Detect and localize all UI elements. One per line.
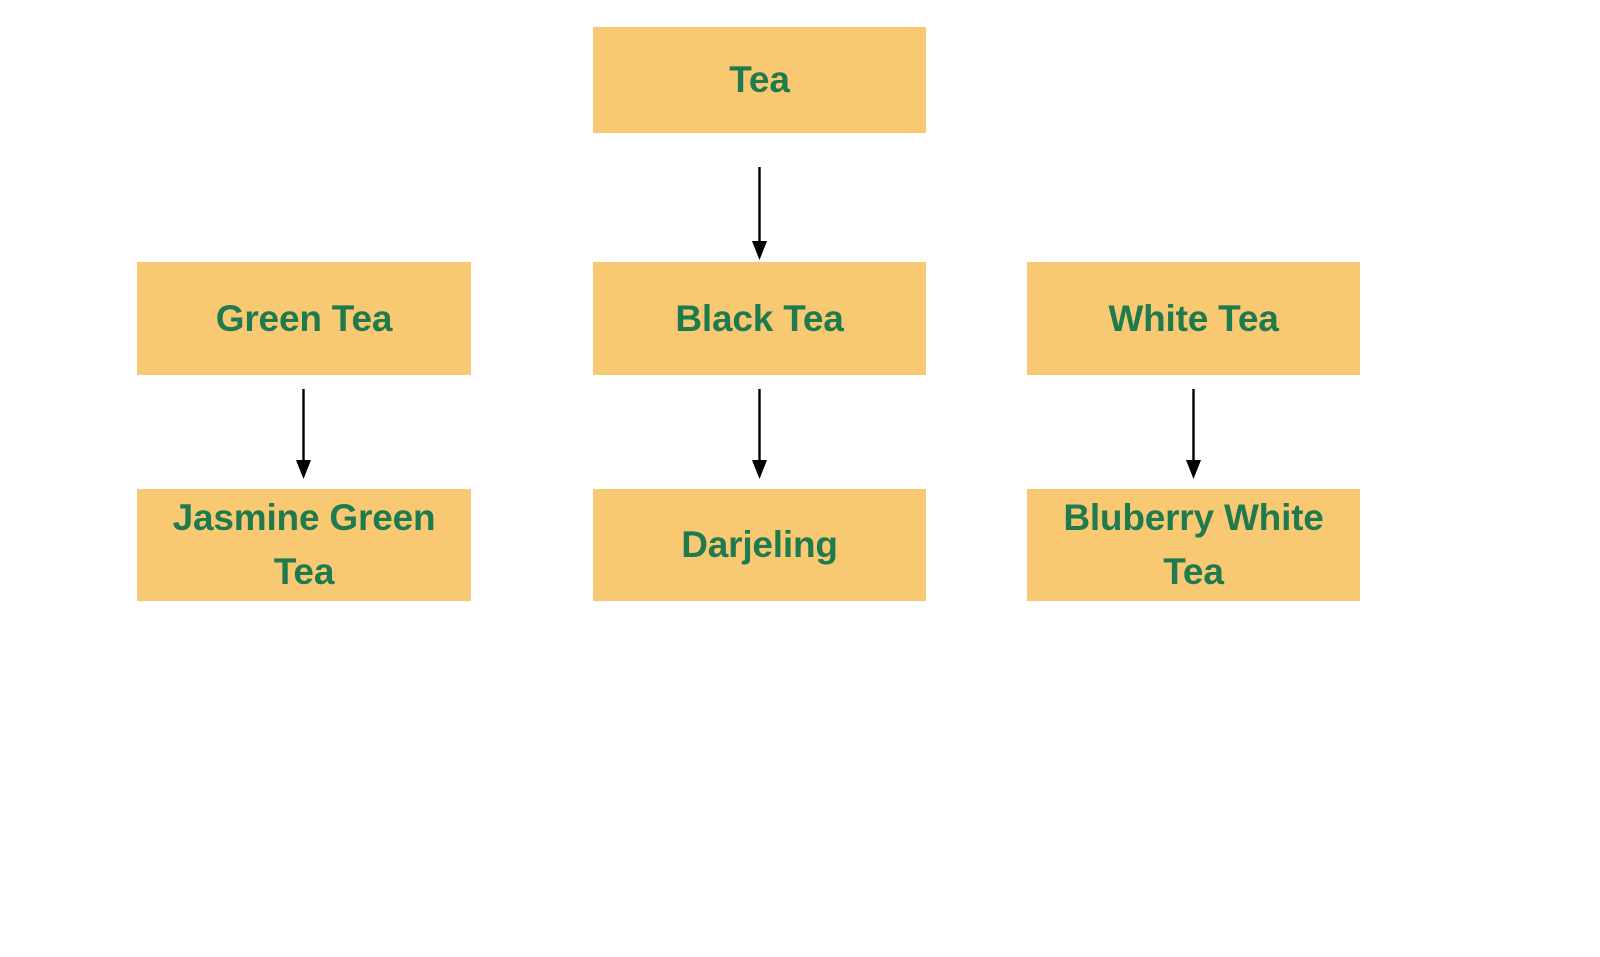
node-green-tea[interactable]: Green Tea <box>137 262 471 375</box>
edge-green-tea-to-jasmine-green-tea <box>296 389 311 479</box>
node-green-tea-label: Green Tea <box>215 297 393 339</box>
node-bluberry-white-tea-label: Bluberry White Tea <box>1063 497 1324 592</box>
node-black-tea-label: Black Tea <box>675 297 844 339</box>
node-black-tea[interactable]: Black Tea <box>593 262 926 375</box>
node-jasmine-green-tea[interactable]: Jasmine Green Tea <box>137 489 471 601</box>
node-bluberry-white-tea[interactable]: Bluberry White Tea <box>1027 489 1360 601</box>
node-darjeling[interactable]: Darjeling <box>593 489 926 601</box>
node-white-tea[interactable]: White Tea <box>1027 262 1360 375</box>
node-white-tea-label: White Tea <box>1108 297 1279 339</box>
edge-black-tea-to-darjeling <box>752 389 767 479</box>
edge-tea-to-black-tea <box>752 167 767 260</box>
node-darjeling-label: Darjeling <box>681 524 838 566</box>
node-jasmine-green-tea-label: Jasmine Green Tea <box>172 497 436 592</box>
node-tea-label: Tea <box>729 59 790 101</box>
edge-white-tea-to-bluberry-white-tea <box>1186 389 1201 479</box>
node-tea[interactable]: Tea <box>593 27 926 133</box>
